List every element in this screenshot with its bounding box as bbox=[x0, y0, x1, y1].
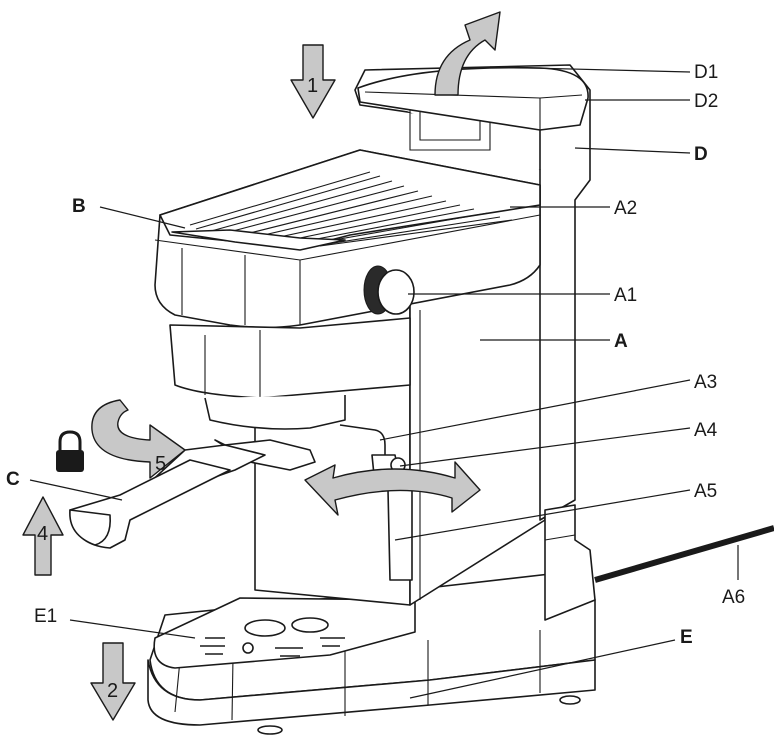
label-A3: A3 bbox=[694, 372, 717, 393]
step-5-arrow bbox=[91, 399, 186, 479]
label-A1: A1 bbox=[614, 285, 637, 306]
brew-group bbox=[169, 317, 411, 430]
label-C: C bbox=[6, 469, 20, 490]
portafilter bbox=[69, 439, 316, 549]
label-A: A bbox=[614, 331, 628, 352]
label-D: D bbox=[694, 144, 708, 165]
step-2-arrow bbox=[90, 642, 136, 721]
label-D2: D2 bbox=[694, 91, 718, 112]
lock-icon bbox=[56, 430, 84, 472]
label-E1: E1 bbox=[34, 606, 57, 627]
label-A2: A2 bbox=[614, 198, 637, 219]
label-E: E bbox=[680, 627, 693, 648]
step-4-number: 4 bbox=[37, 523, 48, 545]
power-cord bbox=[594, 525, 774, 583]
cup-warmer-grille bbox=[189, 171, 513, 248]
label-A4: A4 bbox=[694, 420, 718, 441]
leader-lines bbox=[29, 66, 739, 699]
label-A6: A6 bbox=[722, 587, 745, 608]
swivel-arrow bbox=[304, 461, 481, 516]
label-D1: D1 bbox=[694, 62, 718, 83]
lid-open-arrow bbox=[434, 11, 501, 96]
step-5-number: 5 bbox=[155, 453, 166, 475]
step-2-number: 2 bbox=[107, 680, 118, 702]
step-1-number: 1 bbox=[307, 75, 318, 97]
step-4-arrow bbox=[22, 496, 64, 576]
control-knob bbox=[363, 265, 415, 315]
drip-tray-grate bbox=[153, 597, 416, 669]
top-head bbox=[154, 149, 541, 329]
label-B: B bbox=[72, 196, 86, 217]
step-1-arrow bbox=[290, 44, 336, 119]
label-A5: A5 bbox=[694, 481, 717, 502]
